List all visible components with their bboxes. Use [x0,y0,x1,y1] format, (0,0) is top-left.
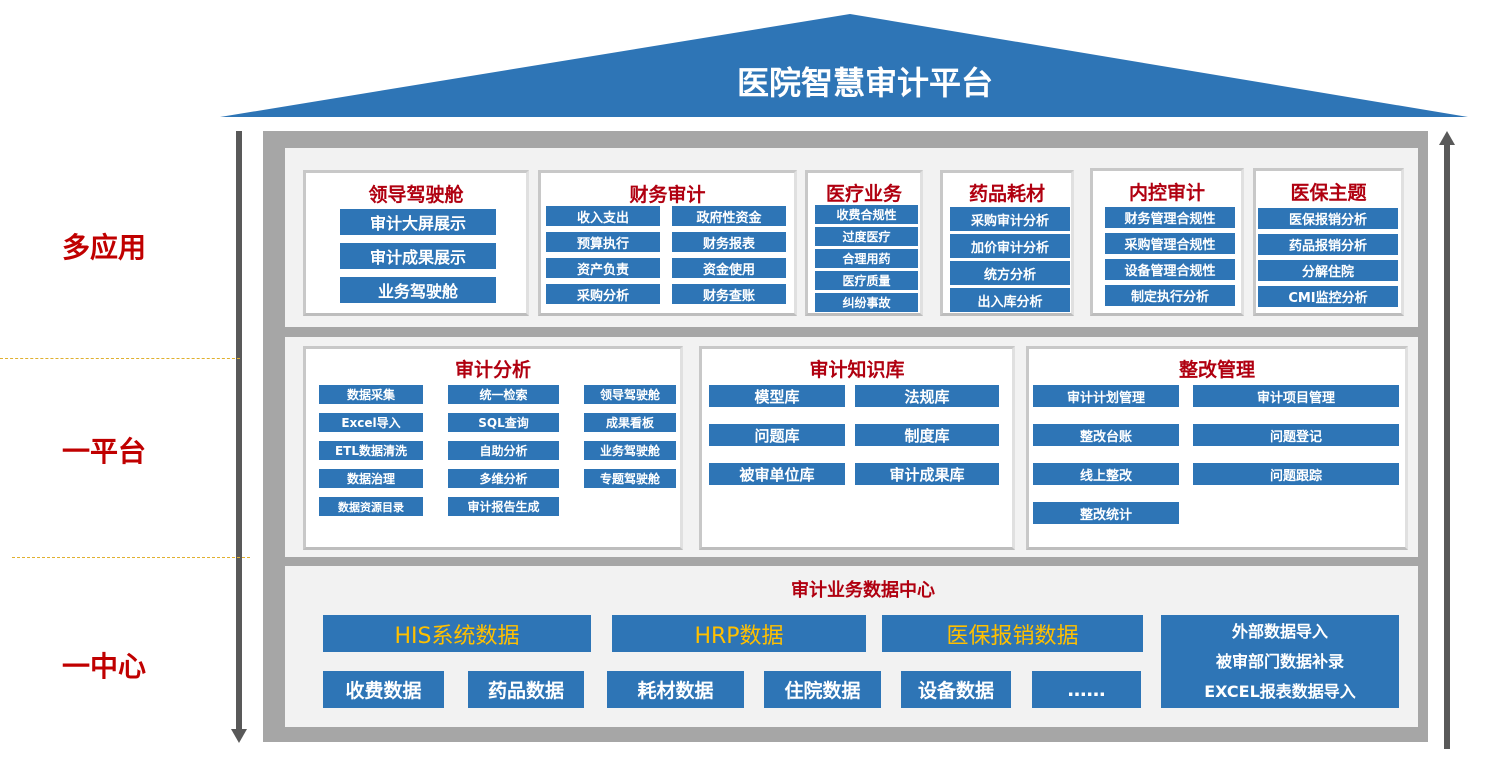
app-item[interactable]: 资金使用 [672,258,786,278]
card-title: 药品耗材 [968,183,1045,205]
card-title: 财务审计 [629,184,706,206]
app-item[interactable]: 收入支出 [546,206,660,226]
app-item[interactable]: 合理用药 [815,249,918,268]
card-rectification: 整改管理 审计计划管理 审计项目管理 整改台账 问题登记 线上整改 问题跟踪 整… [1026,346,1408,550]
divider [0,358,240,359]
platform-item[interactable]: 审计计划管理 [1033,385,1179,407]
app-item[interactable]: CMI监控分析 [1258,286,1398,307]
app-item[interactable]: 纠纷事故 [815,293,918,312]
card-title: 领导驾驶舱 [368,184,464,206]
platform-item[interactable]: 被审单位库 [709,463,845,485]
platform-item[interactable]: 模型库 [709,385,845,407]
page-title: 医院智慧审计平台 [736,64,993,102]
app-item[interactable]: 制定执行分析 [1105,285,1235,306]
app-item[interactable]: 财务管理合规性 [1105,207,1235,228]
app-item[interactable]: 过度医疗 [815,227,918,246]
platform-item[interactable]: 整改台账 [1033,424,1179,446]
app-item[interactable]: 采购分析 [546,284,660,304]
up-arrow-icon [1439,131,1455,749]
down-arrow-icon [231,131,247,743]
platform-item[interactable]: 审计项目管理 [1193,385,1399,407]
app-item[interactable]: 财务报表 [672,232,786,252]
platform-item[interactable]: 问题跟踪 [1193,463,1399,485]
card-title: 医保主题 [1290,182,1367,204]
app-item[interactable]: 分解住院 [1258,260,1398,281]
label-multi-app: 多应用 [62,231,147,264]
app-item[interactable]: 审计成果展示 [340,243,496,269]
app-item[interactable]: 加价审计分析 [950,234,1070,258]
main-source-hrp[interactable]: HRP数据 [612,615,866,652]
platform-item[interactable]: 数据采集 [319,385,423,404]
main-source-his[interactable]: HIS系统数据 [323,615,591,652]
app-card-insurance: 医保主题 医保报销分析 药品报销分析 分解住院 CMI监控分析 [1253,168,1404,316]
sub-source[interactable]: 耗材数据 [607,671,744,708]
external-data-box[interactable]: 外部数据导入 被审部门数据补录 EXCEL报表数据导入 [1161,615,1399,708]
platform-item[interactable]: 数据治理 [319,469,423,488]
app-card-leader: 领导驾驶舱 审计大屏展示 审计成果展示 业务驾驶舱 [303,170,529,316]
app-item[interactable]: 医疗质量 [815,271,918,290]
platform-item[interactable]: 成果看板 [584,413,676,432]
app-card-finance: 财务审计 收入支出 政府性资金 预算执行 财务报表 资产负责 资金使用 采购分析… [538,170,797,316]
external-item: 外部数据导入 [1231,621,1328,641]
app-card-medical: 医疗业务 收费合规性 过度医疗 合理用药 医疗质量 纠纷事故 [805,170,923,316]
card-audit-analysis: 审计分析 数据采集 统一检索 领导驾驶舱 Excel导入 SQL查询 成果看板 … [303,346,683,550]
external-item: 被审部门数据补录 [1215,651,1344,671]
data-center-title: 审计业务数据中心 [791,580,935,601]
card-title: 内控审计 [1128,182,1205,204]
app-item[interactable]: 统方分析 [950,261,1070,285]
platform-item[interactable]: 领导驾驶舱 [584,385,676,404]
label-one-center: 一中心 [62,650,147,683]
sub-source-more[interactable]: …… [1032,671,1141,708]
app-card-drug: 药品耗材 采购审计分析 加价审计分析 统方分析 出入库分析 [940,170,1074,316]
platform-item[interactable]: 法规库 [855,385,999,407]
card-title: 审计分析 [454,359,531,381]
card-title: 整改管理 [1178,359,1255,381]
app-item[interactable]: 医保报销分析 [1258,208,1398,229]
app-item[interactable]: 财务查账 [672,284,786,304]
sub-source[interactable]: 设备数据 [901,671,1011,708]
divider [12,557,250,558]
platform-item[interactable]: 自助分析 [448,441,559,460]
platform-item[interactable]: SQL查询 [448,413,559,432]
platform-item[interactable]: 问题库 [709,424,845,446]
platform-item[interactable]: 统一检索 [448,385,559,404]
platform-item[interactable]: 专题驾驶舱 [584,469,676,488]
platform-item[interactable]: 数据资源目录 [319,497,423,516]
sub-source[interactable]: 住院数据 [764,671,881,708]
sub-source[interactable]: 收费数据 [323,671,444,708]
platform-item[interactable]: 整改统计 [1033,502,1179,524]
app-item[interactable]: 审计大屏展示 [340,209,496,235]
external-item: EXCEL报表数据导入 [1204,681,1356,701]
platform-item[interactable]: 问题登记 [1193,424,1399,446]
app-item[interactable]: 出入库分析 [950,288,1070,312]
sub-source[interactable]: 药品数据 [468,671,584,708]
app-item[interactable]: 药品报销分析 [1258,234,1398,255]
main-source-insurance[interactable]: 医保报销数据 [882,615,1143,652]
platform-item[interactable]: 制度库 [855,424,999,446]
app-item[interactable]: 政府性资金 [672,206,786,226]
app-card-internal-control: 内控审计 财务管理合规性 采购管理合规性 设备管理合规性 制定执行分析 [1090,168,1244,316]
card-title: 医疗业务 [825,183,902,205]
platform-item[interactable]: 审计成果库 [855,463,999,485]
card-knowledge-base: 审计知识库 模型库 法规库 问题库 制度库 被审单位库 审计成果库 [699,346,1015,550]
app-item[interactable]: 采购审计分析 [950,207,1070,231]
platform-item[interactable]: 多维分析 [448,469,559,488]
platform-item[interactable]: 审计报告生成 [448,497,559,516]
roof-banner [220,14,1468,117]
platform-item[interactable]: 业务驾驶舱 [584,441,676,460]
app-item[interactable]: 采购管理合规性 [1105,233,1235,254]
platform-item[interactable]: Excel导入 [319,413,423,432]
app-item[interactable]: 设备管理合规性 [1105,259,1235,280]
platform-item[interactable]: 线上整改 [1033,463,1179,485]
app-item[interactable]: 收费合规性 [815,205,918,224]
label-one-platform: 一平台 [62,435,147,468]
platform-item[interactable]: ETL数据清洗 [319,441,423,460]
card-title: 审计知识库 [809,359,905,381]
app-item[interactable]: 预算执行 [546,232,660,252]
app-item[interactable]: 业务驾驶舱 [340,277,496,303]
app-item[interactable]: 资产负责 [546,258,660,278]
